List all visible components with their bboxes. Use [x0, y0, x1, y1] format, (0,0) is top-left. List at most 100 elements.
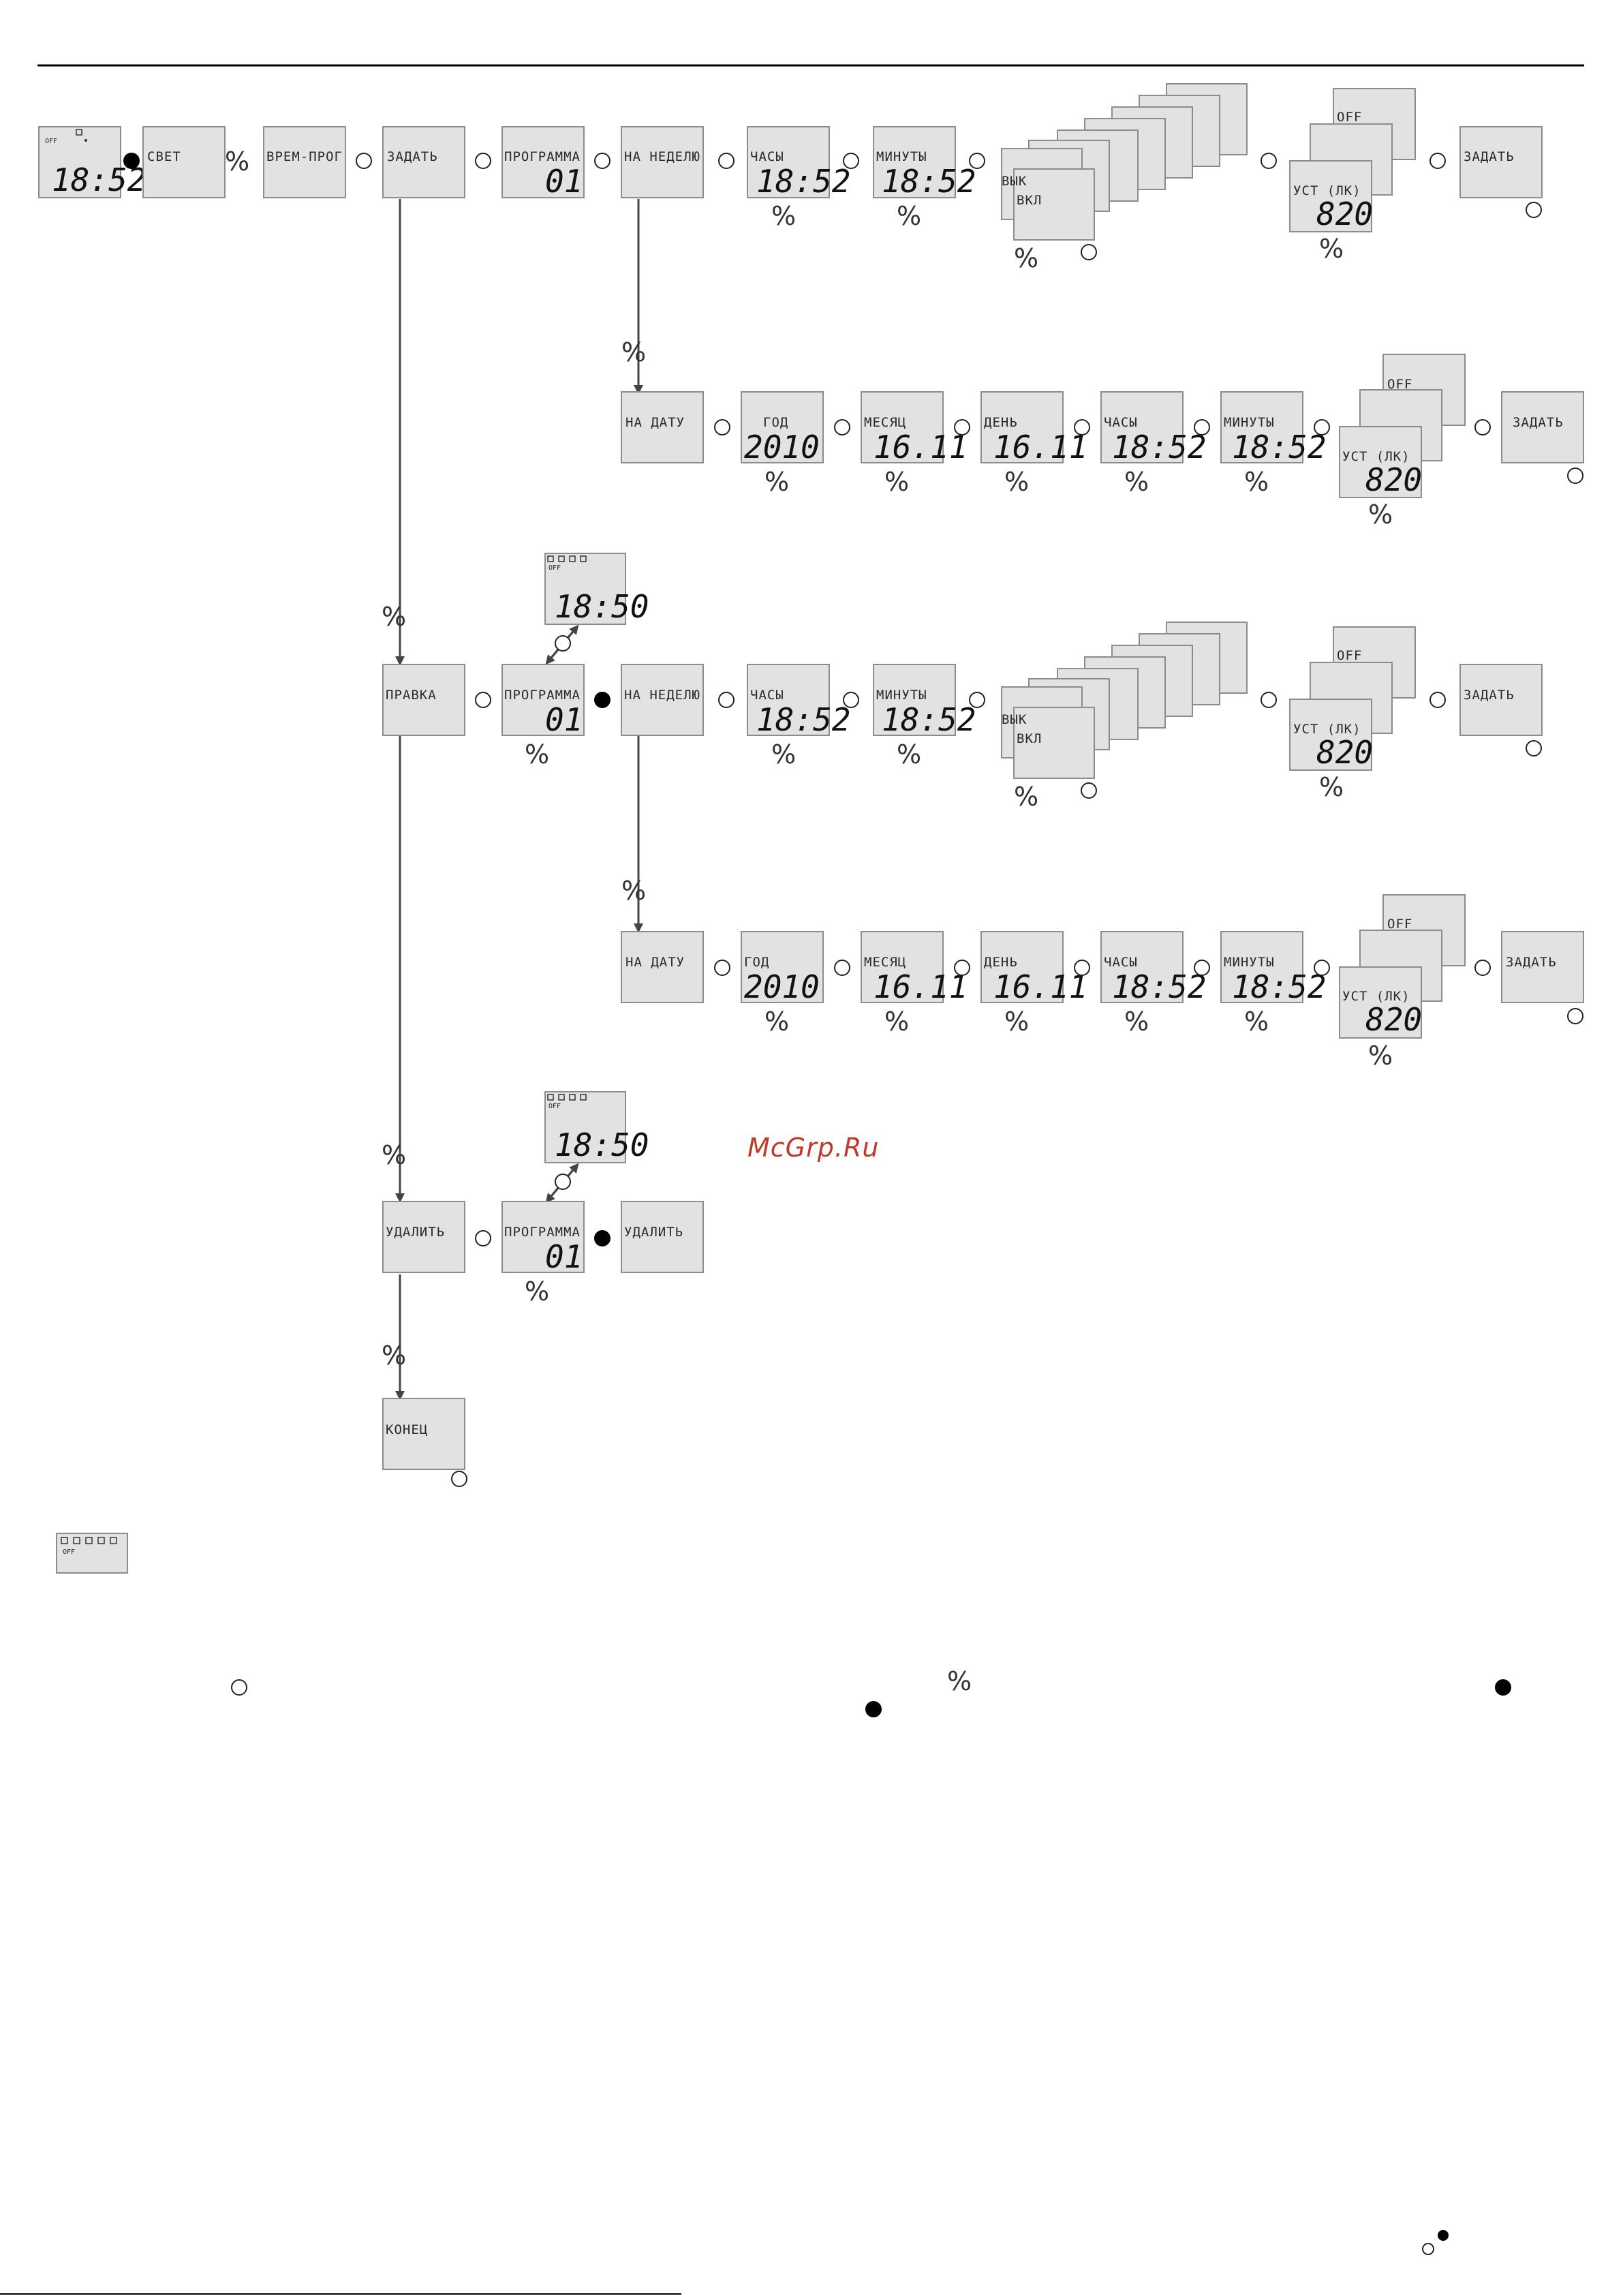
- ok-button[interactable]: [555, 635, 571, 652]
- rotary-knob-icon[interactable]: %: [525, 1276, 549, 1306]
- ok-button[interactable]: [1194, 960, 1210, 976]
- ok-button[interactable]: [1074, 419, 1090, 435]
- ok-button[interactable]: [969, 692, 985, 708]
- lcd-konec[interactable]: КОНЕЦ: [382, 1398, 465, 1470]
- ok-button[interactable]: [954, 960, 970, 976]
- lcd-minuty-3[interactable]: МИНУТЫ 18:52: [873, 664, 976, 738]
- lcd-lux-stack-3[interactable]: OFF УСТ (ЛК) 820: [1289, 626, 1416, 771]
- lcd-vrem-prog[interactable]: ВРЕМ-ПРОГ: [263, 126, 346, 198]
- lcd-chasy-3[interactable]: ЧАСЫ 18:52: [747, 664, 850, 738]
- ok-button[interactable]: [1081, 782, 1097, 799]
- lcd-lux-stack-4[interactable]: OFF УСТ (ЛК) 820: [1339, 894, 1466, 1039]
- ok-button[interactable]: [843, 153, 859, 169]
- lcd-udalit-2[interactable]: УДАЛИТЬ: [621, 1201, 704, 1273]
- lcd-udalit[interactable]: УДАЛИТЬ: [382, 1201, 465, 1273]
- rotary-knob-icon[interactable]: %: [1014, 782, 1038, 812]
- rotary-knob-icon[interactable]: %: [1244, 467, 1269, 497]
- rotary-knob-icon[interactable]: %: [382, 1140, 406, 1170]
- lcd-chasy[interactable]: ЧАСЫ 18:52: [747, 126, 850, 200]
- rotary-knob-icon[interactable]: %: [525, 739, 549, 769]
- lcd-minuty-2[interactable]: МИНУТЫ 18:52: [1220, 391, 1326, 465]
- ok-button[interactable]: [718, 153, 735, 169]
- lcd-chasy-4[interactable]: ЧАСЫ 18:52: [1100, 931, 1206, 1005]
- ok-button[interactable]: [954, 419, 970, 435]
- rotary-knob-icon[interactable]: %: [1004, 467, 1029, 497]
- rotary-knob-icon[interactable]: %: [1124, 1007, 1149, 1037]
- ok-button[interactable]: [1567, 1008, 1583, 1024]
- lcd-chasy-2[interactable]: ЧАСЫ 18:52: [1100, 391, 1206, 465]
- lcd-zadat-end-3[interactable]: ЗАДАТЬ: [1459, 664, 1543, 736]
- ok-button[interactable]: [1474, 419, 1491, 435]
- ok-button[interactable]: [714, 419, 730, 435]
- rotary-knob-icon[interactable]: %: [771, 739, 796, 769]
- lcd-mesyac-2[interactable]: МЕСЯЦ 16.11: [861, 931, 968, 1005]
- rotary-knob-icon[interactable]: %: [884, 467, 909, 497]
- lcd-na-datu-2[interactable]: НА ДАТУ: [621, 931, 704, 1003]
- rotary-knob-icon[interactable]: %: [382, 602, 406, 632]
- rotary-knob-icon[interactable]: %: [1319, 234, 1344, 264]
- lcd-god[interactable]: ГОД 2010: [741, 391, 824, 465]
- rotary-knob-icon[interactable]: %: [1004, 1007, 1029, 1037]
- lcd-zadat[interactable]: ЗАДАТЬ: [382, 126, 465, 198]
- rotary-knob-icon[interactable]: %: [1368, 500, 1393, 530]
- rotary-knob-icon[interactable]: %: [1124, 467, 1149, 497]
- lcd-pravka[interactable]: ПРАВКА: [382, 664, 465, 736]
- lcd-programma-2[interactable]: ПРОГРАММА 01: [501, 664, 585, 738]
- ok-button[interactable]: [1261, 153, 1277, 169]
- lcd-svet[interactable]: СВЕТ: [142, 126, 226, 198]
- rotary-knob-icon[interactable]: %: [225, 147, 249, 177]
- ok-button-filled[interactable]: [123, 153, 140, 169]
- rotary-knob-icon[interactable]: %: [884, 1007, 909, 1037]
- lcd-zadat-end[interactable]: ЗАДАТЬ: [1459, 126, 1543, 198]
- lcd-program-popup-2[interactable]: OFF 18:50: [544, 1091, 649, 1163]
- lcd-den-2[interactable]: ДЕНЬ 16.11: [980, 931, 1087, 1005]
- ok-button[interactable]: [718, 692, 735, 708]
- ok-button[interactable]: [1526, 740, 1542, 756]
- rotary-knob-icon[interactable]: %: [764, 1007, 789, 1037]
- ok-button[interactable]: [475, 692, 491, 708]
- rotary-knob-icon[interactable]: %: [897, 201, 921, 231]
- rotary-knob-icon[interactable]: %: [764, 467, 789, 497]
- ok-button[interactable]: [451, 1471, 467, 1487]
- ok-button[interactable]: [1526, 202, 1542, 218]
- lcd-na-nedelyu[interactable]: НА НЕДЕЛЮ: [621, 126, 704, 198]
- lcd-lux-stack[interactable]: OFF УСТ (ЛК) 820: [1289, 88, 1416, 232]
- lcd-day-stack[interactable]: ВЫК ВКЛ: [1001, 83, 1248, 241]
- ok-button[interactable]: [1474, 960, 1491, 976]
- rotary-knob-icon[interactable]: %: [1368, 1041, 1393, 1071]
- lcd-program-popup[interactable]: OFF 18:50: [544, 553, 649, 625]
- lcd-minuty-4[interactable]: МИНУТЫ 18:52: [1220, 931, 1326, 1005]
- lcd-god-2[interactable]: ГОД 2010: [741, 931, 824, 1005]
- ok-button[interactable]: [1429, 692, 1446, 708]
- lcd-mesyac[interactable]: МЕСЯЦ 16.11: [861, 391, 968, 465]
- lcd-programma[interactable]: ПРОГРАММА 01: [501, 126, 585, 200]
- ok-button[interactable]: [475, 1230, 491, 1246]
- ok-button[interactable]: [1074, 960, 1090, 976]
- lcd-programma-3[interactable]: ПРОГРАММА 01: [501, 1201, 585, 1275]
- rotary-knob-icon[interactable]: %: [897, 739, 921, 769]
- rotary-knob-icon[interactable]: %: [1244, 1007, 1269, 1037]
- ok-button[interactable]: [1429, 153, 1446, 169]
- rotary-knob-icon[interactable]: %: [382, 1341, 406, 1371]
- ok-button[interactable]: [969, 153, 985, 169]
- lcd-home[interactable]: OFF 18:52: [38, 126, 146, 198]
- lcd-minuty[interactable]: МИНУТЫ 18:52: [873, 126, 976, 200]
- ok-button[interactable]: [475, 153, 491, 169]
- rotary-knob-icon[interactable]: %: [1014, 243, 1038, 273]
- lcd-day-stack-2[interactable]: ВЫК ВКЛ: [1001, 622, 1248, 779]
- ok-button[interactable]: [1314, 960, 1330, 976]
- ok-button[interactable]: [1081, 244, 1097, 260]
- ok-button[interactable]: [714, 960, 730, 976]
- lcd-lux-stack-2[interactable]: OFF УСТ (ЛК) 820: [1339, 354, 1466, 498]
- rotary-knob-icon[interactable]: %: [1319, 772, 1344, 802]
- ok-button[interactable]: [356, 153, 372, 169]
- ok-button[interactable]: [1261, 692, 1277, 708]
- rotary-knob-icon[interactable]: %: [621, 337, 646, 367]
- ok-button[interactable]: [555, 1174, 571, 1190]
- ok-button-filled[interactable]: [594, 692, 610, 708]
- ok-button[interactable]: [1314, 419, 1330, 435]
- ok-button[interactable]: [594, 153, 610, 169]
- lcd-na-datu[interactable]: НА ДАТУ: [621, 391, 704, 463]
- ok-button[interactable]: [1567, 468, 1583, 484]
- lcd-na-nedelyu-2[interactable]: НА НЕДЕЛЮ: [621, 664, 704, 736]
